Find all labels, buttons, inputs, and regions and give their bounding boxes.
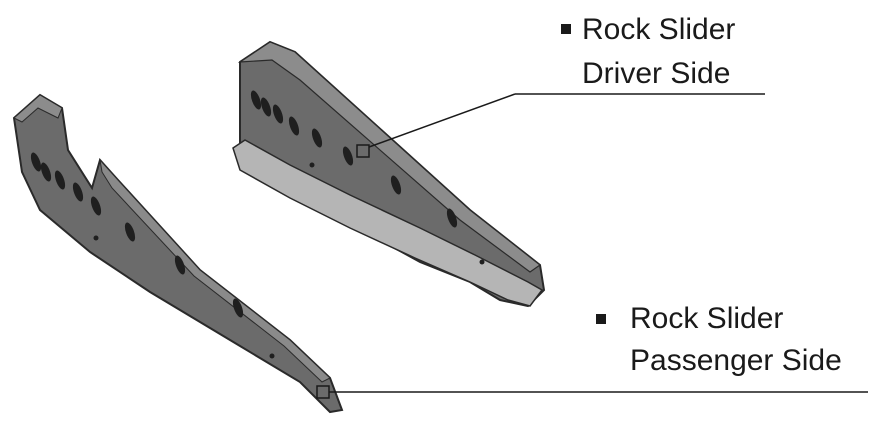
passenger-slider-slots: [30, 152, 275, 359]
callout-driver-side: Rock Slider Driver Side: [356, 13, 765, 158]
passenger-slider-top-face: [13, 94, 63, 123]
driver-slider-flange: [232, 139, 544, 307]
driver-slider-top-face: [237, 41, 542, 273]
driver-slider-slots: [250, 90, 485, 265]
driver-side-rock-slider: [232, 40, 546, 308]
passenger-callout-bullet: [596, 314, 606, 324]
driver-callout-line1: Rock Slider: [582, 13, 735, 46]
driver-callout-line2: Driver Side: [582, 57, 730, 90]
driver-callout-bullet: [561, 24, 571, 34]
callout-passenger-side: Rock Slider Passenger Side: [316, 302, 868, 399]
driver-callout-marker-box: [356, 144, 370, 158]
passenger-callout-line1: Rock Slider: [630, 302, 783, 335]
passenger-side-rock-slider: [12, 93, 344, 414]
driver-callout-leader-line: [368, 93, 516, 148]
passenger-callout-line2: Passenger Side: [630, 344, 842, 377]
passenger-slider-ramp-face: [99, 158, 331, 383]
